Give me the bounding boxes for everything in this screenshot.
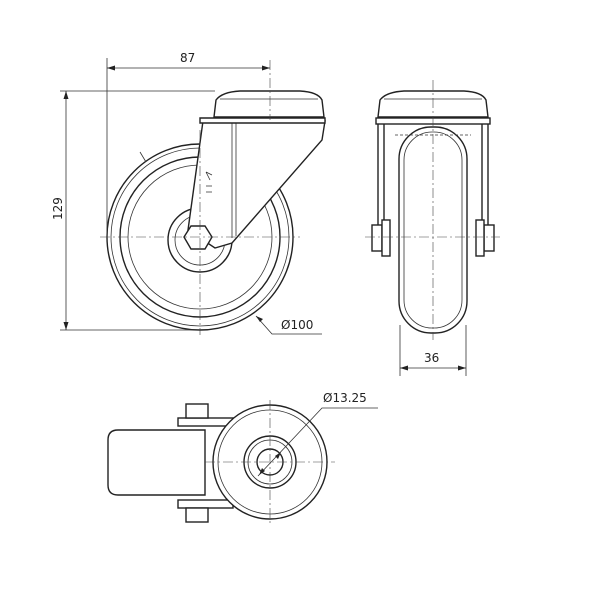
wheel-diameter-label: Ø100 [281, 318, 313, 332]
dimension-width: 87 [106, 51, 270, 238]
bottom-bolt [185, 507, 209, 523]
dimension-height: 129 [51, 90, 215, 331]
left-axle-nut [371, 224, 383, 252]
top-plate [213, 90, 325, 118]
dimension-wheel-width: 36 [399, 325, 467, 376]
top-bracket-plate [177, 417, 234, 427]
top-bolt [185, 403, 209, 419]
dimension-wheel-diameter: Ø100 [255, 315, 322, 335]
dimension-width-label: 87 [180, 51, 195, 65]
wheel-width-label: 36 [424, 351, 439, 365]
front-view [365, 80, 500, 340]
side-view [100, 60, 326, 335]
fork-legs [377, 124, 489, 232]
bore-diameter-label: Ø13.25 [323, 391, 367, 405]
dimension-height-label: 129 [51, 197, 65, 220]
bottom-bracket-plate [177, 499, 234, 509]
bottom-view [107, 400, 335, 525]
right-axle-nut [483, 224, 495, 252]
logo-mark [205, 171, 213, 193]
dimension-bore-diameter: Ø13.25 [257, 391, 378, 477]
bracket-body [107, 429, 206, 496]
axle-nut-hex [183, 225, 213, 250]
